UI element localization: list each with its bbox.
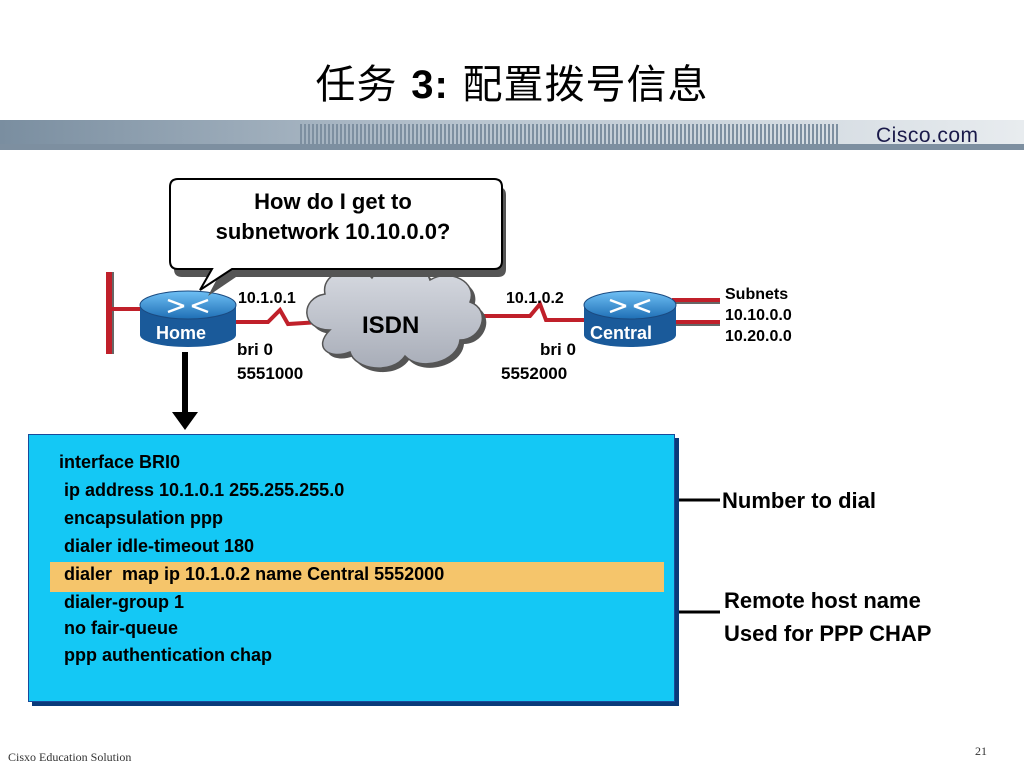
subnet-item: 10.10.0.0 <box>725 307 792 324</box>
speech-bubble <box>169 178 506 296</box>
central-ip: 10.1.0.2 <box>506 290 564 307</box>
central-isdn-link <box>470 300 584 322</box>
central-interface: bri 0 <box>540 340 576 359</box>
bubble-line-1: How do I get to <box>254 189 412 214</box>
config-line: dialer-group 1 <box>59 592 185 612</box>
central-number: 5552000 <box>501 364 568 383</box>
config-line: no fair-queue <box>59 618 179 638</box>
callout-number-to-dial: Number to dial <box>722 488 877 513</box>
home-interface: bri 0 <box>237 340 273 359</box>
home-router-label: Home <box>156 323 207 343</box>
brand-logo: Cisco.com <box>876 124 979 147</box>
home-ip: 10.1.0.1 <box>238 290 296 307</box>
config-arrow <box>172 352 198 430</box>
config-line-dialer-map: dialer map ip 10.1.0.2 name Central 5552… <box>59 564 445 584</box>
bubble-line-2: subnetwork 10.10.0.0? <box>215 219 451 244</box>
home-isdn-link <box>236 306 321 327</box>
footer-text: Cisxo Education Solution <box>8 750 132 764</box>
central-router-label: Central <box>590 323 653 343</box>
header-banner <box>0 120 1024 150</box>
config-line: dialer idle-timeout 180 <box>59 536 255 556</box>
title-suffix: 配置拨号信息 <box>448 62 709 108</box>
home-router-icon <box>139 290 237 347</box>
config-line: ppp authentication chap <box>59 645 273 665</box>
speech-bubble-text: How do I get to subnetwork 10.10.0.0? <box>167 179 499 270</box>
config-line: ip address 10.1.0.1 255.255.255.0 <box>59 480 345 500</box>
config-line: interface BRI0 <box>59 452 181 472</box>
subnets-label: Subnets <box>725 286 789 303</box>
title-number: 3: <box>411 63 449 107</box>
callout-ppp-chap: Used for PPP CHAP <box>724 621 932 646</box>
highlighted-config-line <box>50 562 664 592</box>
subnet-item: 10.20.0.0 <box>725 328 792 345</box>
isdn-cloud <box>306 264 487 373</box>
page-title: 任务 3: 配置拨号信息 <box>0 52 1024 110</box>
title-prefix: 任务 <box>315 62 412 108</box>
home-lan-segment <box>106 272 152 354</box>
isdn-label: ISDN <box>362 312 420 339</box>
callout-remote-host-name: Remote host name <box>724 588 921 613</box>
config-text: interface BRI0 ip address 10.1.0.1 255.2… <box>28 434 673 700</box>
home-number: 5551000 <box>237 364 304 383</box>
config-line: encapsulation ppp <box>59 508 224 528</box>
central-router-icon <box>583 290 677 347</box>
central-lan-links <box>672 298 720 326</box>
page-number: 21 <box>975 744 987 758</box>
